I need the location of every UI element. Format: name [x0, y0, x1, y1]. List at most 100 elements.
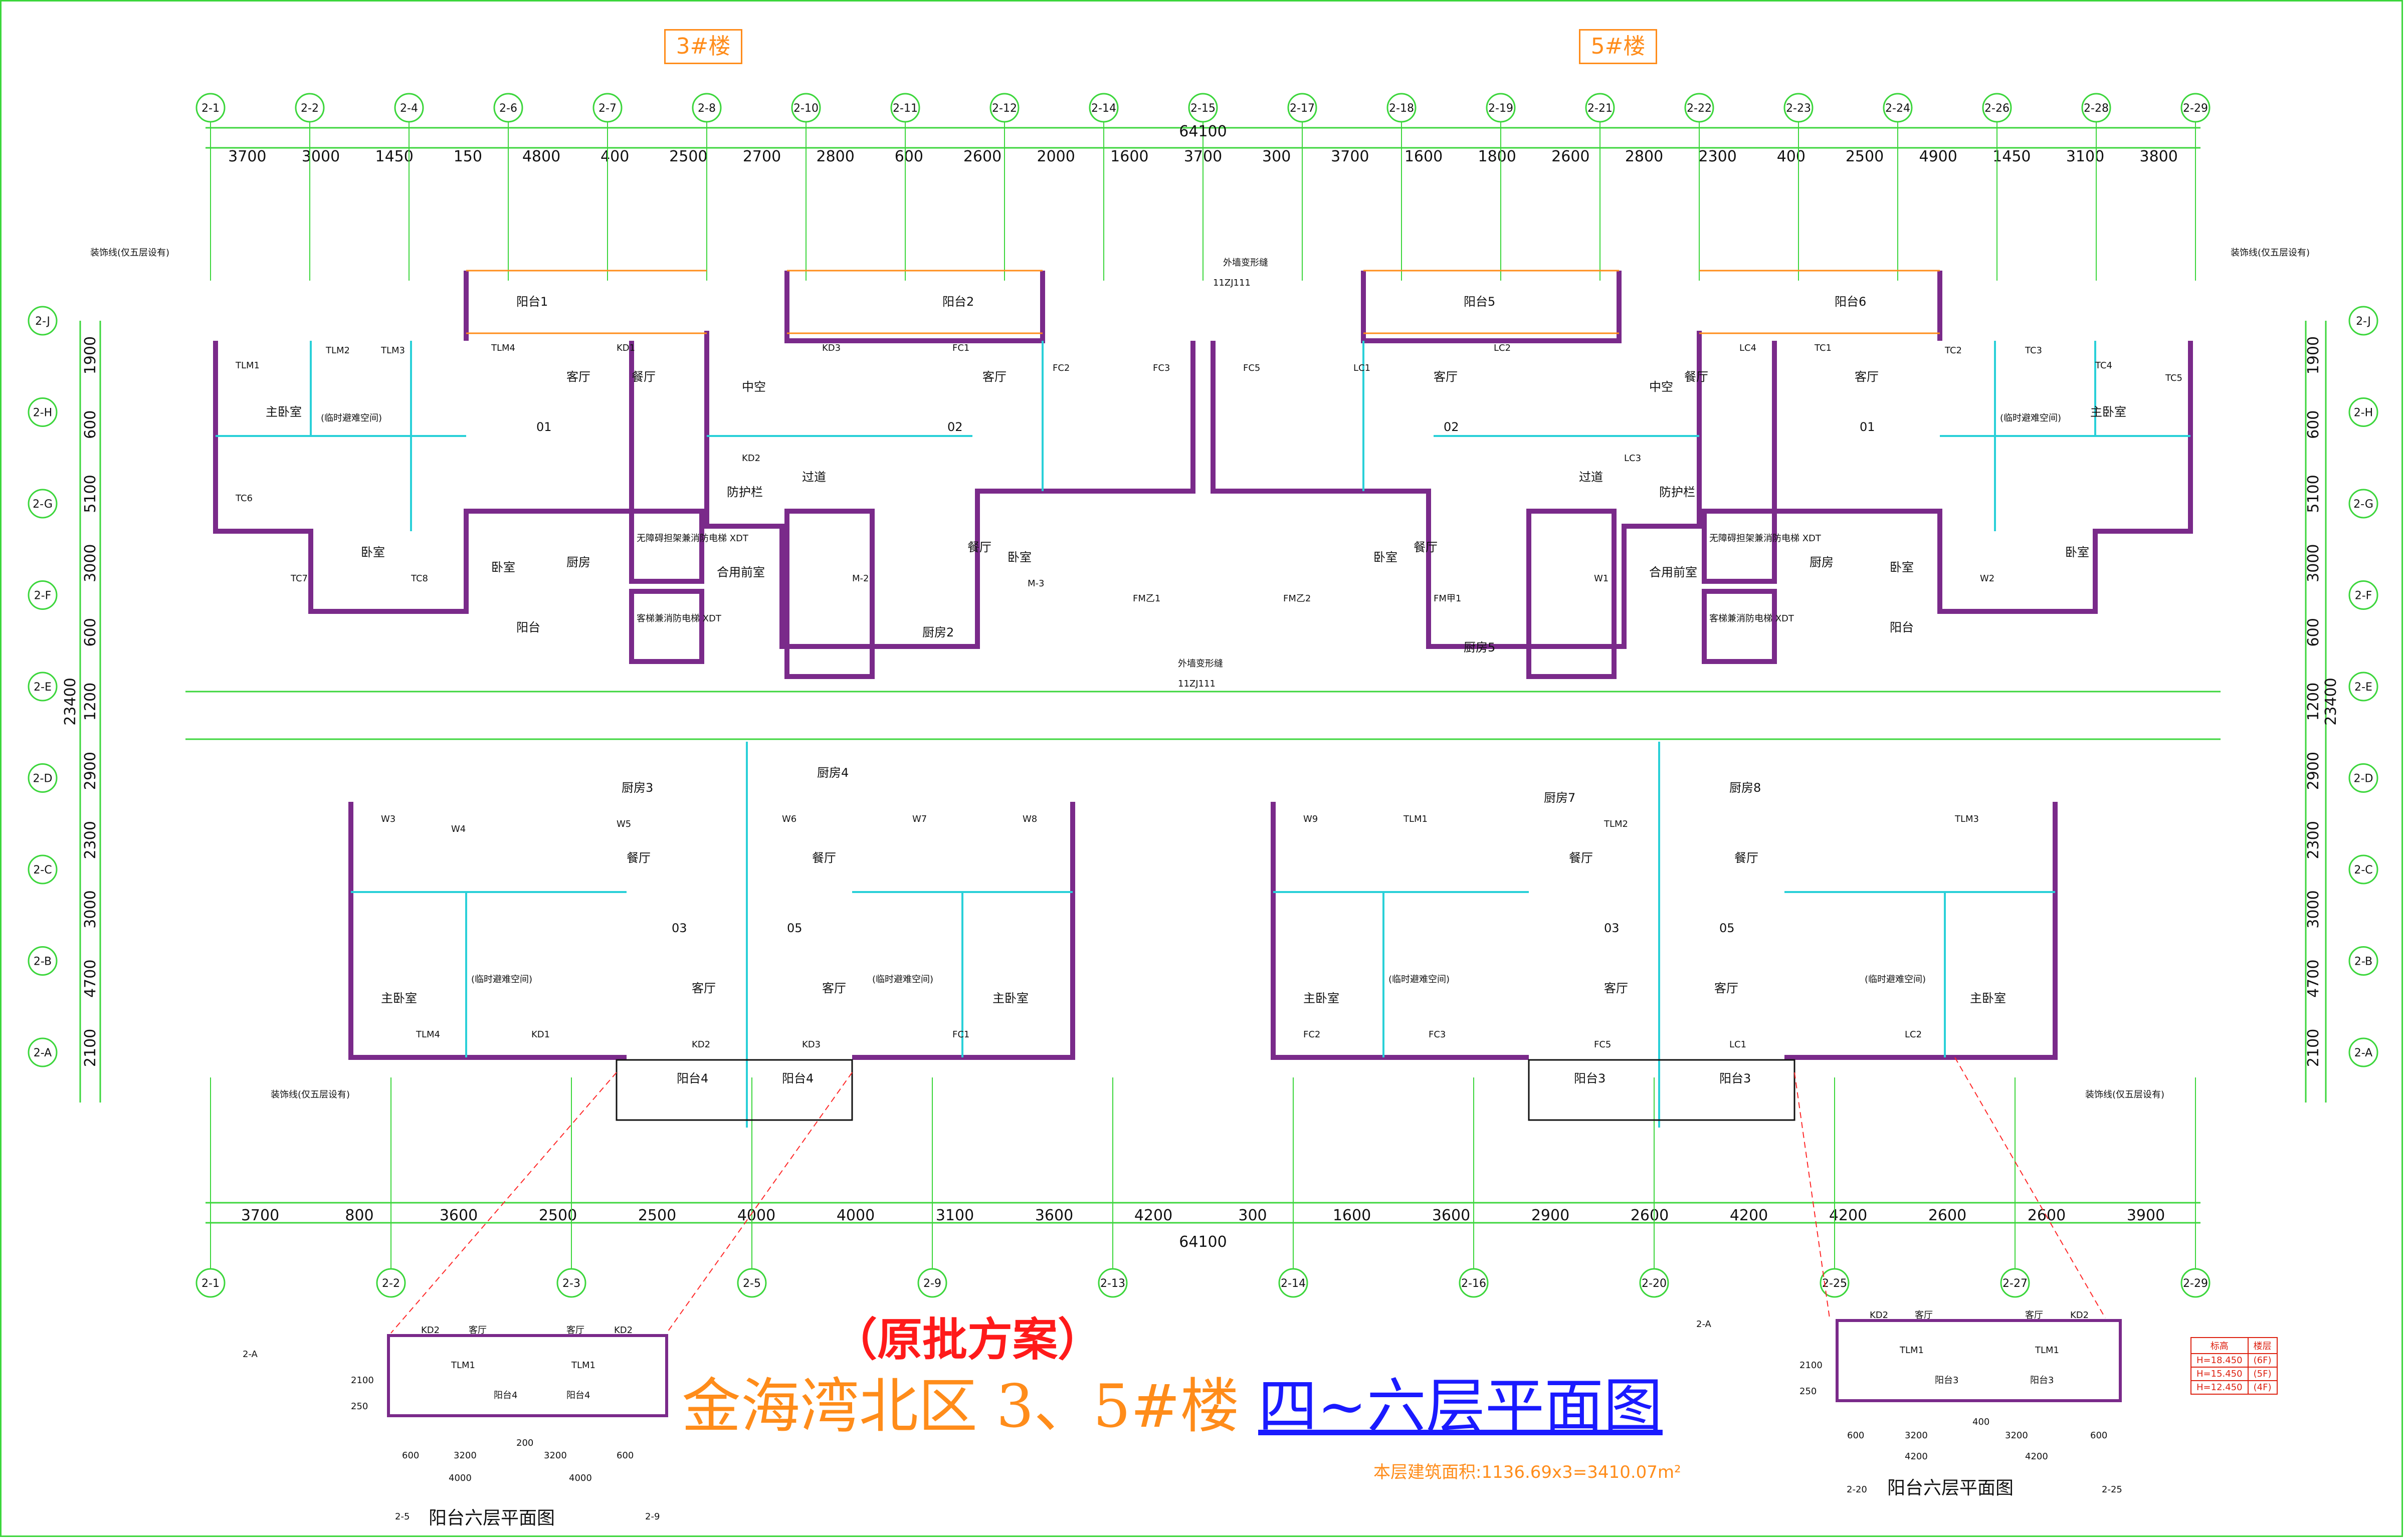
shelter-3: (临时避难空间) — [471, 974, 532, 985]
element-code: LC1 — [1729, 1039, 1746, 1050]
axis-bubble — [1883, 93, 1913, 123]
room-dining-03r: 餐厅 — [1569, 851, 1593, 865]
axis-label: 2-A — [34, 1047, 52, 1059]
axis-bubble — [2180, 1268, 2211, 1298]
room-rail-2: 防护栏 — [1659, 485, 1695, 499]
axis-bubble — [295, 93, 325, 123]
dimension-text: 1600 — [1333, 1207, 1371, 1224]
axis-label: 2-4 — [400, 102, 418, 115]
axis-label: 2-17 — [1290, 102, 1315, 115]
shelter-4: (临时避难空间) — [872, 974, 933, 985]
axis-label: 2-B — [34, 956, 52, 968]
axis-label: 2-18 — [1389, 102, 1414, 115]
right-total-dimension: 23400 — [2322, 678, 2340, 725]
dimension-text: 1200 — [82, 683, 99, 721]
dimension-text: 2500 — [1846, 148, 1884, 165]
axis-label: 2-1 — [202, 1277, 220, 1290]
axis-label: 2-27 — [2002, 1277, 2028, 1290]
axis-bubble — [1188, 93, 1218, 123]
axis-bubble — [2348, 397, 2378, 427]
dimension-text: 3700 — [1331, 148, 1369, 165]
element-code: TLM1 — [235, 360, 260, 371]
dimension-text: 1800 — [1478, 148, 1516, 165]
dimension-text: 400 — [600, 148, 629, 165]
axis-bubble — [791, 93, 821, 123]
axis-bubble — [2081, 93, 2111, 123]
room-bedroom-1: 卧室 — [491, 560, 515, 574]
dimension-text: 1600 — [1110, 148, 1148, 165]
dimension-text: 600 — [2305, 618, 2322, 646]
element-code: W3 — [381, 814, 395, 824]
dimension-text: 3800 — [2139, 148, 2177, 165]
dimension-text: 150 — [454, 148, 482, 165]
element-code: TLM2 — [1603, 819, 1628, 829]
axis-bubble — [28, 672, 58, 702]
elevation-cell: H=12.450 — [2190, 1380, 2249, 1395]
room-master-3: 主卧室 — [381, 991, 417, 1005]
balcony-outlines — [616, 1059, 1795, 1121]
std-ref-2: 11ZJ111 — [1178, 679, 1216, 689]
elevation-header-row: 标高 楼层 — [2190, 1337, 2278, 1354]
axis-label: 2-F — [2355, 590, 2372, 602]
axis-bubble — [2348, 580, 2378, 610]
room-living-03r: 客厅 — [1604, 981, 1628, 995]
axis-label: 2-E — [34, 681, 52, 694]
axis-bubble — [1278, 1268, 1308, 1298]
axis-label: 2-9 — [923, 1277, 941, 1290]
elevation-header-floor: 楼层 — [2247, 1337, 2278, 1354]
element-code: KD2 — [692, 1039, 710, 1050]
axis-label: 2-2 — [301, 102, 319, 115]
dimension-text: 3600 — [440, 1207, 478, 1224]
sp-l-balcony-b: 阳台4 — [566, 1390, 590, 1401]
balcony-3a: 阳台3 — [1574, 1071, 1606, 1085]
sub-plan-right-labels: KD2 客厅 客厅 KD2 TLM1 TLM1 阳台3 阳台3 600 3200… — [1696, 1310, 2122, 1495]
room-dining-01: 餐厅 — [632, 370, 656, 384]
axis-label: 2-3 — [562, 1277, 580, 1290]
kitchen-8-label: 厨房8 — [1729, 781, 1761, 795]
axis-bubble — [28, 306, 58, 336]
dimension-text: 3600 — [1432, 1207, 1470, 1224]
sub-plan-left-labels: KD2 客厅 客厅 KD2 TLM1 TLM1 阳台4 阳台4 600 3200… — [243, 1325, 660, 1522]
sp-l-kd2a: KD2 — [421, 1325, 440, 1336]
room-public-1: 合用前室 — [717, 565, 765, 579]
element-code: TLM4 — [416, 1029, 440, 1040]
sp-l-t0: 4000 — [449, 1473, 472, 1483]
sp-l-v1: 2100 — [351, 1375, 374, 1386]
axis-label: 2-11 — [893, 102, 918, 115]
deform-joint-note-1: 外墙变形缝 — [1223, 258, 1268, 268]
sp-r-d0: 600 — [1847, 1430, 1864, 1441]
sp-r-d4: 600 — [2090, 1430, 2107, 1441]
dimension-text: 3000 — [2305, 544, 2322, 582]
dimension-text: 3000 — [82, 890, 99, 928]
axis-bubble — [2348, 489, 2378, 519]
axis-label: 2-E — [2354, 681, 2372, 694]
sub-plan-left-title: 阳台六层平面图 — [429, 1508, 555, 1528]
element-code: W2 — [1980, 573, 1994, 584]
sp-l-tlm1a: TLM1 — [451, 1360, 475, 1371]
dimension-text: 3700 — [228, 148, 266, 165]
dimension-text: 600 — [2305, 410, 2322, 439]
axis-bubble — [2348, 854, 2378, 885]
lift-1: 无障碍担架兼消防电梯 XDT — [637, 533, 749, 544]
walls — [213, 271, 2193, 1060]
axis-label: 2-14 — [1091, 102, 1116, 115]
unit-02-label: 02 — [947, 420, 963, 434]
room-court-1: 中空 — [742, 380, 766, 394]
axis-label: 2-28 — [2084, 102, 2109, 115]
room-living-01: 客厅 — [566, 370, 590, 384]
drawing-title: 金海湾北区 3、5#楼 四~六层平面图 — [682, 1358, 1663, 1444]
element-code: W5 — [617, 819, 631, 829]
dimension-text: 4000 — [837, 1207, 875, 1224]
axis-label: 2-29 — [2183, 1277, 2208, 1290]
room-living-05: 客厅 — [822, 981, 846, 995]
axis-label: 2-24 — [1885, 102, 1910, 115]
axis-label: 2-20 — [1642, 1277, 1667, 1290]
dimension-text: 5100 — [82, 475, 99, 513]
dimension-text: 2500 — [539, 1207, 577, 1224]
dimension-text: 600 — [82, 618, 99, 646]
axis-label: 2-13 — [1100, 1277, 1125, 1290]
element-code: LC3 — [1624, 453, 1641, 464]
room-labels: 客厅 餐厅 01 02 02 01 03 05 03 05 主卧室 主卧室 主卧… — [90, 248, 2310, 1100]
